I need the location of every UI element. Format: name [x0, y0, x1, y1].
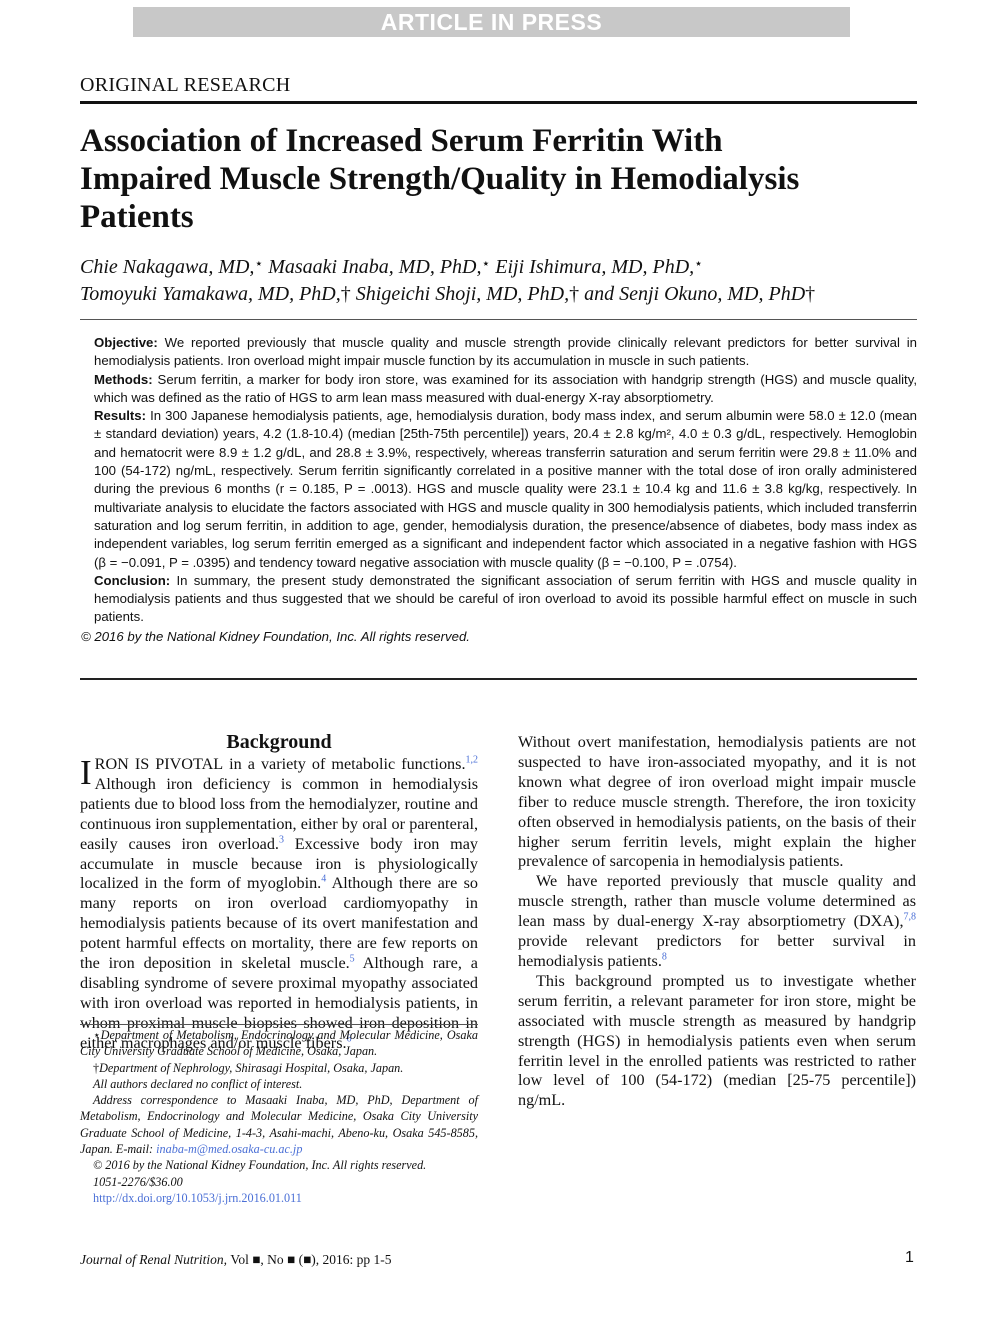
author-conjunction: and — [584, 283, 615, 305]
volume-info: Vol ■, No ■ (■), 2016: pp 1-5 — [230, 1252, 392, 1267]
lead-in-caps: RON IS PIVOTAL — [94, 755, 224, 773]
doi-link-line: http://dx.doi.org/10.1053/j.jrn.2016.01.… — [80, 1190, 478, 1206]
reference-link[interactable]: 6 — [346, 1033, 352, 1045]
abstract: Objective: We reported previously that m… — [81, 334, 917, 646]
objective-heading: Objective: — [94, 335, 158, 350]
affiliation-star: ⋆ — [481, 257, 491, 272]
author-name: Eiji Ishimura, MD, PhD, — [495, 256, 695, 278]
background-heading: Background — [226, 731, 332, 753]
continued-text: Without overt manifestation, hemodialysi… — [518, 733, 916, 872]
reference-link[interactable]: 1,2 — [465, 754, 479, 766]
reference-link[interactable]: 8 — [661, 951, 667, 963]
affiliation-star: ⋆ — [93, 1028, 101, 1042]
body-text: Excessive body iron may accumulate in mu… — [80, 834, 478, 893]
body-text: Although iron deficiency is common in he… — [80, 774, 478, 853]
abstract-bottom-rule — [80, 678, 917, 680]
issn: 1051-2276/$36.00 — [93, 1174, 183, 1189]
results-heading: Results: — [94, 408, 147, 424]
body-text: provide relevant predictors for better s… — [518, 932, 916, 970]
reference-link[interactable]: 7,8 — [903, 911, 917, 923]
affiliation-footnote-1: ⋆Department of Metabolism, Endocrinology… — [80, 1027, 478, 1060]
reference-link[interactable]: 3 — [278, 834, 284, 846]
author-name: Tomoyuki Yamakawa, MD, PhD, — [80, 283, 341, 305]
conflict-of-interest: All authors declared no conflict of inte… — [93, 1076, 303, 1091]
abstract-top-rule — [80, 319, 917, 320]
footnote-rule — [80, 1024, 478, 1025]
correspondence-address: Address correspondence to Masaaki Inaba,… — [80, 1092, 478, 1157]
doi-link[interactable]: http://dx.doi.org/10.1053/j.jrn.2016.01.… — [93, 1190, 302, 1205]
body-right-column: Without overt manifestation, hemodialysi… — [518, 733, 916, 1111]
abstract-conclusion: Conclusion: In summary, the present stud… — [81, 572, 917, 627]
drop-cap: I — [80, 753, 92, 792]
email-link[interactable]: inaba-m@med.osaka-cu.ac.jp — [156, 1142, 303, 1157]
abstract-results: Results: In 300 Japanese hemodialysis pa… — [81, 407, 917, 572]
affiliation-dagger: † — [569, 283, 580, 305]
affiliation-footnote-2: †Department of Nephrology, Shirasagi Hos… — [80, 1060, 478, 1076]
affiliation-star: ⋆ — [694, 257, 703, 272]
objective-text: We reported previously that muscle quali… — [94, 335, 917, 369]
reference-link[interactable]: 5 — [349, 953, 355, 965]
article-in-press-banner: ARTICLE IN PRESS — [133, 7, 850, 37]
methods-text: Serum ferritin, a marker for body iron s… — [94, 371, 917, 405]
top-rule — [80, 101, 917, 104]
footnotes: ⋆Department of Metabolism, Endocrinology… — [80, 1027, 478, 1206]
author-name: Shigeichi Shoji, MD, PhD, — [355, 283, 570, 305]
page-number: 1 — [905, 1249, 914, 1266]
affiliation-star: ⋆ — [254, 257, 264, 272]
conclusion-text: In summary, the present study demonstrat… — [94, 572, 917, 625]
conclusion-heading: Conclusion: — [94, 572, 171, 588]
body-text: Although there are so many reports on ir… — [80, 874, 479, 973]
journal-citation: Journal of Renal Nutrition, Vol ■, No ■ … — [80, 1252, 391, 1268]
author-name: Chie Nakagawa, MD, — [80, 256, 255, 278]
author-list: Chie Nakagawa, MD,⋆ Masaaki Inaba, MD, P… — [80, 251, 910, 308]
body-text: in a variety of metabolic functions. — [223, 755, 466, 773]
footnote-text: Address correspondence to Masaaki Inaba,… — [80, 1093, 478, 1157]
body-text: Without overt manifestation, hemodialysi… — [518, 733, 916, 871]
affiliation-dagger: † — [340, 283, 351, 305]
journal-name: Journal of Renal Nutrition, — [80, 1252, 227, 1267]
abstract-objective: Objective: We reported previously that m… — [81, 334, 917, 371]
abstract-copyright: © 2016 by the National Kidney Foundation… — [81, 628, 470, 644]
reference-link[interactable]: 4 — [321, 874, 327, 886]
body-text: We have reported previously that muscle … — [518, 872, 916, 931]
footnote-copyright: © 2016 by the National Kidney Foundation… — [93, 1158, 427, 1173]
background-paragraph-2: We have reported previously that muscle … — [518, 872, 916, 972]
background-paragraph-3: This background prompted us to investiga… — [518, 971, 916, 1110]
footnote-text: Department of Metabolism, Endocrinology … — [80, 1028, 478, 1059]
body-text: Although rare, a disabling syndrome of s… — [80, 954, 478, 1052]
footnote-text: Department of Nephrology, Shirasagi Hosp… — [99, 1060, 404, 1075]
author-name: Masaaki Inaba, MD, PhD, — [268, 256, 482, 278]
methods-heading: Methods: — [94, 371, 153, 387]
section-label: ORIGINAL RESEARCH — [80, 74, 291, 96]
results-text: In 300 Japanese hemodialysis patients, a… — [94, 408, 917, 570]
author-name: Senji Okuno, MD, PhD — [619, 283, 806, 305]
abstract-methods: Methods: Serum ferritin, a marker for bo… — [81, 371, 917, 408]
article-title: Association of Increased Serum Ferritin … — [80, 123, 800, 235]
affiliation-dagger: † — [805, 283, 816, 305]
affiliation-dagger: † — [93, 1060, 100, 1075]
